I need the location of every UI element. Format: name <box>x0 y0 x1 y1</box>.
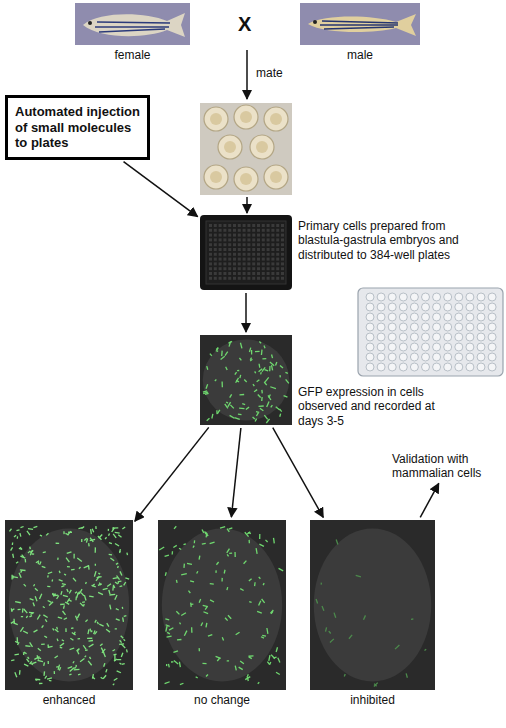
result-image: enhanced <box>5 520 133 690</box>
cross-symbol: X <box>238 12 251 36</box>
mammalian-plate-photo <box>358 288 503 376</box>
node-text: enhanced <box>5 693 133 707</box>
fish-label: female <box>75 3 190 45</box>
node-text: GFP expression in cells observed and rec… <box>298 385 438 428</box>
step-label: mate <box>256 66 283 80</box>
plate-image: Primary cells prepared from blastula-gas… <box>200 215 292 290</box>
process-box: Automated injection of small molecules t… <box>5 95 150 160</box>
node-text: Validation with mammalian cells <box>392 452 504 481</box>
gfp-image: GFP expression in cells observed and rec… <box>200 335 292 425</box>
flow-arrow <box>231 428 240 517</box>
flow-arrow <box>135 427 209 521</box>
fish-photo <box>75 3 190 45</box>
node-text: Primary cells prepared from blastula-gas… <box>298 219 463 262</box>
result-image: no change <box>158 520 286 690</box>
flow-arrow <box>124 162 198 217</box>
validation-text: Validation with mammalian cells <box>392 452 504 481</box>
flow-arrow <box>245 293 247 332</box>
node-text: Automated injection of small molecules t… <box>15 104 140 151</box>
fish-label: male <box>300 3 420 45</box>
node-text: male <box>300 48 420 62</box>
flow-arrow <box>273 428 323 518</box>
node-text: no change <box>158 693 286 707</box>
plate-photo <box>200 215 292 290</box>
node-text: female <box>75 48 190 62</box>
fish-photo <box>300 3 420 45</box>
flow-arrow <box>420 483 438 517</box>
node-text: inhibited <box>310 693 435 707</box>
result-image: inhibited <box>310 520 435 690</box>
flow-arrow <box>246 197 248 213</box>
embryo-photo <box>200 103 292 195</box>
mate-arrow <box>246 50 248 99</box>
